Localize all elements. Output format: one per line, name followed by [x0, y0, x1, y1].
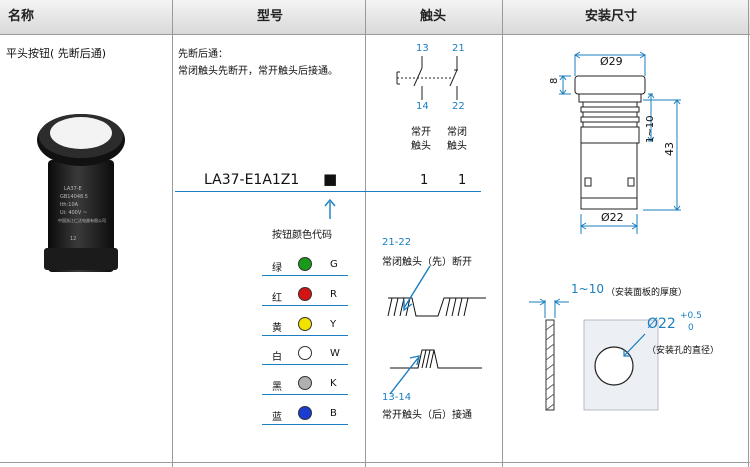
color-code: R [330, 288, 337, 300]
no-contact-label-2: 触头 [411, 141, 431, 152]
column-divider [502, 0, 503, 467]
color-code: W [330, 348, 340, 360]
nc-ref-label: 21-22 [382, 237, 412, 248]
color-code: B [330, 408, 337, 419]
color-row-underline [262, 364, 348, 366]
color-swatch [298, 316, 312, 331]
color-swatch [298, 406, 312, 420]
color-row-underline [262, 275, 348, 276]
color-row-underline [262, 304, 348, 306]
color-name: 绿 [272, 263, 282, 274]
column-divider [172, 0, 173, 467]
no-ref-label: 13-14 [382, 392, 412, 403]
dim-top-diameter: Ø29 [600, 55, 623, 68]
terminal-14: 14 [416, 101, 429, 112]
terminal-22: 22 [452, 101, 465, 112]
button-print-line: 中国浙江仁达电器有限公司 [58, 217, 106, 223]
contact-count-no: 1 [420, 173, 429, 188]
timing-diagram [387, 265, 486, 395]
dim-total-height: 43 [663, 142, 676, 156]
color-code: Y [330, 318, 337, 330]
table-header [0, 0, 750, 35]
nc-timing-text: 常闭触头（先）断开 [382, 257, 472, 268]
dim-bottom-diameter: Ø22 [601, 211, 624, 224]
hole-tolerance-upper: +0.5 [680, 311, 702, 321]
color-code: K [330, 378, 337, 390]
column-divider [365, 0, 366, 467]
color-swatch [298, 286, 312, 301]
model-underline [175, 191, 481, 192]
product-name: 平头按钮( 先断后通) [6, 47, 107, 60]
button-print-line: LA37-E [64, 186, 82, 192]
color-name: 蓝 [272, 412, 282, 423]
color-swatch [298, 257, 312, 271]
nc-contact-label-2: 触头 [447, 141, 467, 152]
hole-diameter-note: （安装孔的直径） [647, 346, 720, 356]
arrow-up-icon [324, 198, 336, 219]
table-bottom-border [0, 462, 750, 463]
terminal-21: 21 [452, 43, 465, 54]
button-print-line: Ui: 400V ~ [60, 210, 87, 216]
description-text: 常闭触头先断开，常开触头后接通。 [178, 66, 338, 77]
header-name: 名称 [8, 9, 35, 24]
dim-panel-range: 1~10 [645, 115, 656, 143]
color-code-label: 按钮颜色代码 [272, 230, 332, 241]
model-code-placeholder: ■ [323, 170, 338, 188]
color-row-underline [262, 424, 348, 425]
description-title: 先断后通： [178, 49, 228, 60]
column-divider [748, 0, 749, 467]
hole-tolerance-lower: 0 [688, 323, 694, 333]
color-row-underline [262, 394, 348, 396]
color-row-underline [262, 334, 348, 336]
no-timing-text: 常开触头（后）接通 [382, 410, 472, 421]
nc-contact-label-1: 常闭 [447, 127, 467, 138]
header-contact: 触头 [420, 9, 447, 24]
button-print-line: GB14048.5 [60, 194, 88, 200]
dim-top-height: 8 [549, 77, 560, 84]
terminal-13: 13 [416, 43, 429, 54]
no-contact-label-1: 常开 [411, 127, 431, 138]
color-name: 黄 [272, 322, 282, 334]
button-print-line: Ith:10A [60, 202, 79, 208]
color-code: G [330, 259, 338, 270]
header-model: 型号 [257, 9, 284, 24]
contact-count-nc: 1 [458, 173, 467, 188]
header-size: 安装尺寸 [585, 9, 638, 24]
dimension-drawing [529, 51, 681, 411]
color-name: 红 [272, 292, 282, 304]
panel-thickness-note: （安装面板的厚度） [606, 288, 688, 298]
button-print-line: 12 [70, 236, 76, 242]
model-code: LA37-E1A1Z1 [204, 172, 300, 188]
panel-thickness-range: 1~10 [571, 282, 604, 296]
hole-diameter: Ø22 [647, 316, 676, 332]
color-name: 白 [272, 352, 282, 364]
color-swatch [298, 346, 312, 361]
color-swatch [298, 376, 312, 391]
contact-schematic [396, 56, 458, 100]
button-photo: LA37-E GB14048.5 Ith:10A Ui: 400V ~ 中国浙江… [37, 114, 125, 272]
color-name: 黑 [272, 382, 282, 394]
